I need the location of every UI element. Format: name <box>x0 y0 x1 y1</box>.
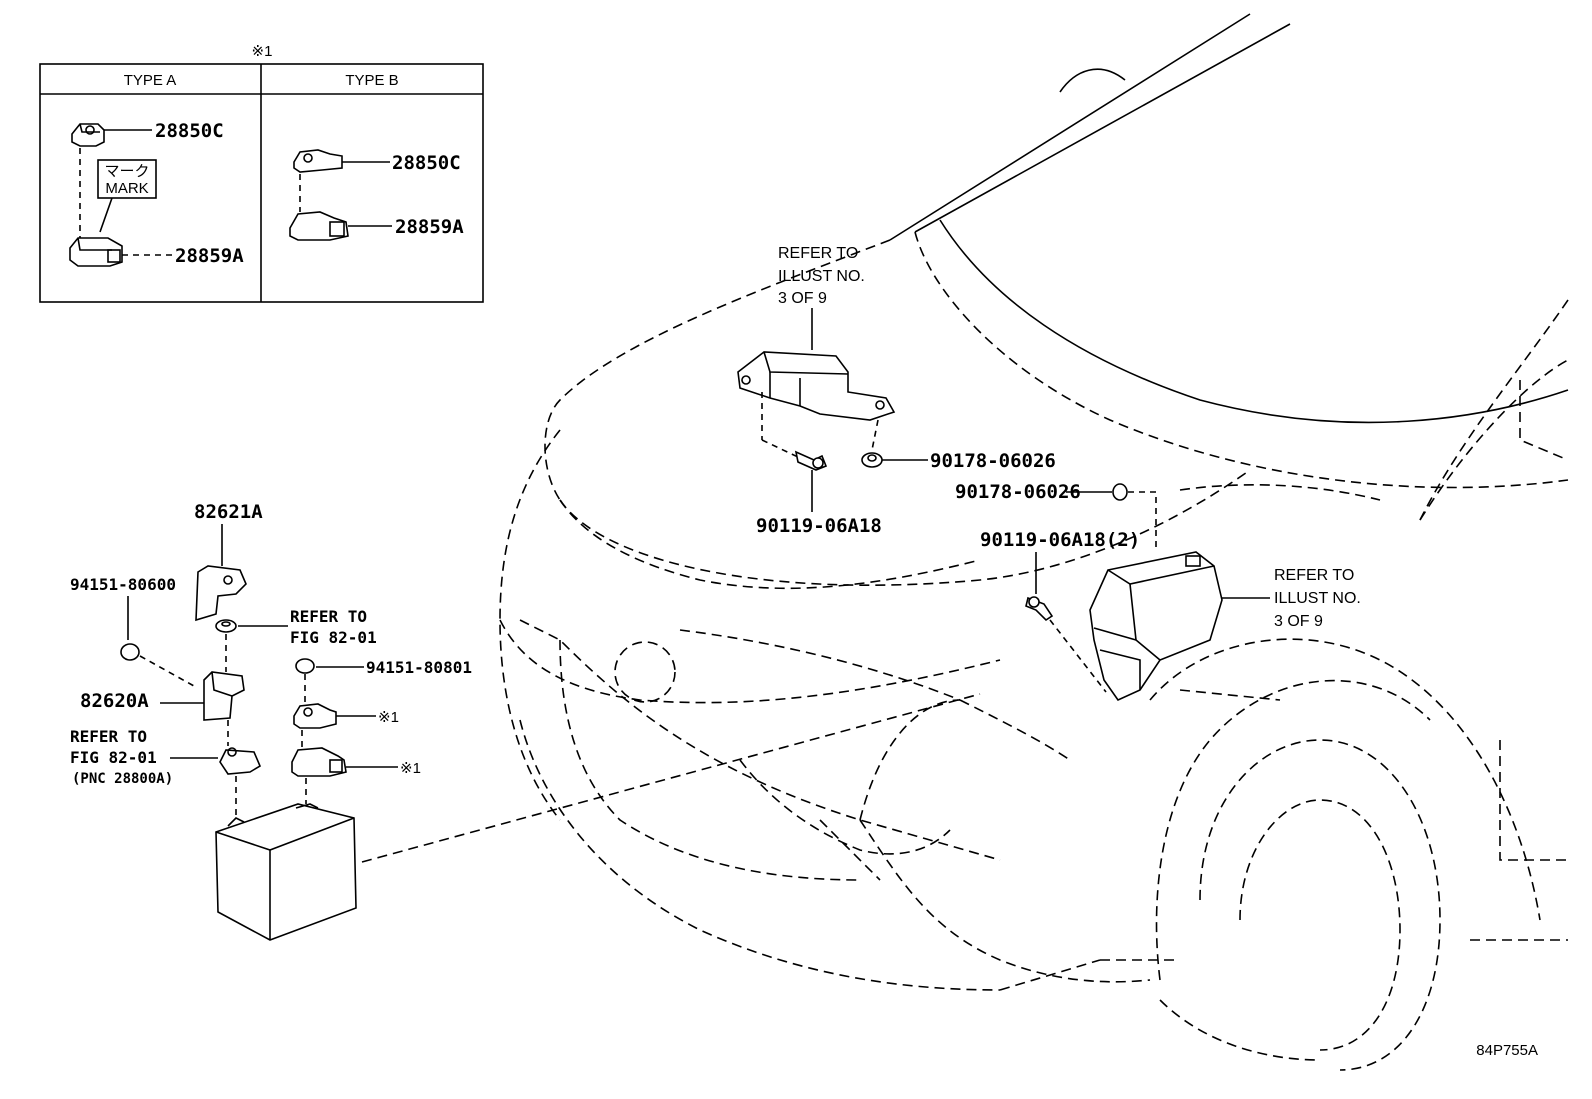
holder-icon <box>203 671 245 721</box>
refer-fig2-line2: FIG 82-01 <box>70 748 157 767</box>
upper-refer-line1: REFER TO <box>778 245 858 262</box>
type-b-header: TYPE B <box>345 72 398 89</box>
right-clip-icon <box>1112 483 1128 501</box>
battery-group: 82621A 94151-80600 REFER TO FIG 82-01 94… <box>70 501 981 941</box>
battery-terminal-icon <box>219 747 262 775</box>
wheel-icon <box>1199 739 1441 1071</box>
mark-jp-label: マーク <box>104 163 149 180</box>
type-b-terminal-cap-icon <box>293 149 343 173</box>
bracket-part-number: 82621A <box>194 501 263 523</box>
fuse-box-icon <box>1089 551 1223 702</box>
nut-right-part-number: 94151-80801 <box>366 658 472 677</box>
holder-part-number: 82620A <box>80 690 149 712</box>
upper-ecu-icon <box>737 351 896 421</box>
upper-refer-line3: 3 OF 9 <box>778 290 827 307</box>
upper-refer-line2: ILLUST NO. <box>778 268 865 285</box>
type-b-terminal-base-icon <box>289 211 349 241</box>
upper-bolt-part-number: 90119-06A18 <box>756 515 882 537</box>
upper-ecu-group: REFER TO ILLUST NO. 3 OF 9 90178-06026 9… <box>737 245 1056 537</box>
type-inset: ※1 TYPE A TYPE B 28850C マーク MARK 28859A … <box>39 43 484 303</box>
upper-clip-icon <box>861 452 883 468</box>
type-b-bottom-part-number: 28859A <box>395 216 464 238</box>
type-a-bottom-part-number: 28859A <box>175 245 244 267</box>
nut-left-icon <box>120 643 140 661</box>
battery-icon <box>215 803 357 941</box>
upper-clip-part-number: 90178-06026 <box>930 450 1056 472</box>
type-a-terminal-cap-icon <box>71 123 105 147</box>
terminal-base-mark1-icon <box>291 747 347 777</box>
emblem-icon <box>614 641 676 703</box>
right-refer-line2: ILLUST NO. <box>1274 590 1361 607</box>
mark-en-label: MARK <box>105 180 148 197</box>
diagram-code: 84P755A <box>1476 1042 1538 1059</box>
mark-box <box>97 159 157 199</box>
right-bolt-part-number: 90119-06A18(2) <box>980 529 1140 551</box>
type-b-top-part-number: 28850C <box>392 152 461 174</box>
right-bolt-icon <box>1025 596 1054 622</box>
refer-fig2-line1: REFER TO <box>70 727 147 746</box>
mark1-b: ※1 <box>400 760 421 777</box>
refer-fig-line1: REFER TO <box>290 607 367 626</box>
upper-bolt-icon <box>794 450 828 471</box>
right-clip-part-number: 90178-06026 <box>955 481 1081 503</box>
type-a-terminal-base-icon <box>69 237 123 267</box>
nut-right-icon <box>295 658 315 674</box>
vehicle-outline <box>499 13 1569 1071</box>
type-a-top-part-number: 28850C <box>155 120 224 142</box>
nut-left-part-number: 94151-80600 <box>70 575 176 594</box>
inset-note-mark: ※1 <box>252 43 273 60</box>
type-a-header: TYPE A <box>124 72 177 89</box>
right-refer-line1: REFER TO <box>1274 567 1354 584</box>
washer-icon <box>215 619 237 633</box>
terminal-cap-mark1-icon <box>293 703 337 729</box>
battery-bracket-icon <box>195 565 247 622</box>
right-fusebox-group: 90178-06026 90119-06A18(2) REFER TO ILLU… <box>955 481 1361 702</box>
refer-fig2-line3: (PNC 28800A) <box>72 771 173 787</box>
right-refer-line3: 3 OF 9 <box>1274 613 1323 630</box>
refer-fig-line2: FIG 82-01 <box>290 628 377 647</box>
mark1-a: ※1 <box>378 709 399 726</box>
